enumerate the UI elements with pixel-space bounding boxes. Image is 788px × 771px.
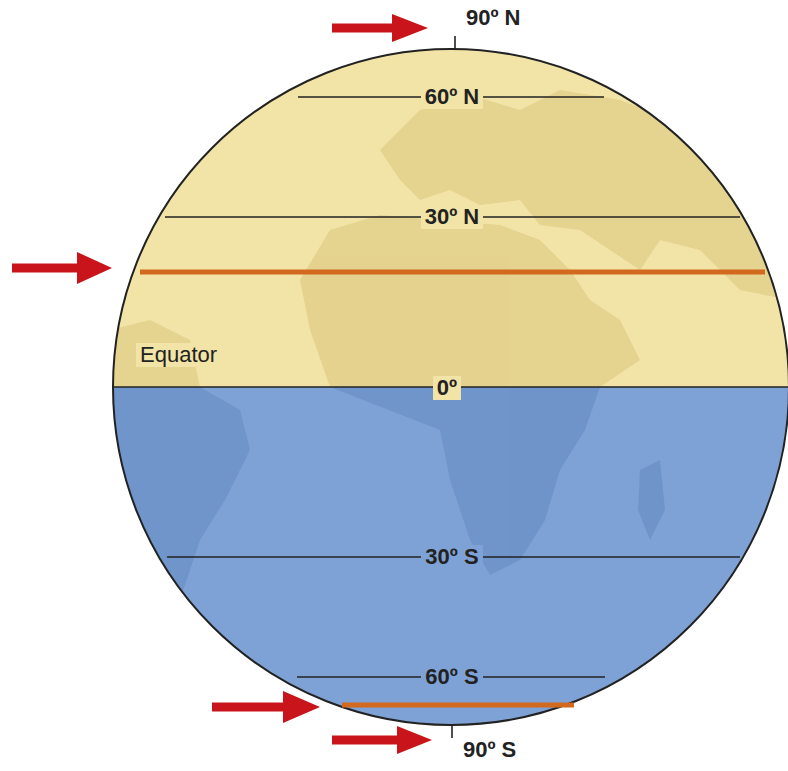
latitude-label: 30º S <box>421 545 482 569</box>
latitude-label: 30º N <box>421 205 484 229</box>
latitude-label: 60º S <box>421 665 482 689</box>
latitude-label: 0º <box>433 376 461 400</box>
latitude-label: 90º S <box>459 738 520 762</box>
equator-label: Equator <box>136 343 221 367</box>
latitude-label: 60º N <box>421 85 484 109</box>
latitude-label: 90º N <box>462 6 525 30</box>
